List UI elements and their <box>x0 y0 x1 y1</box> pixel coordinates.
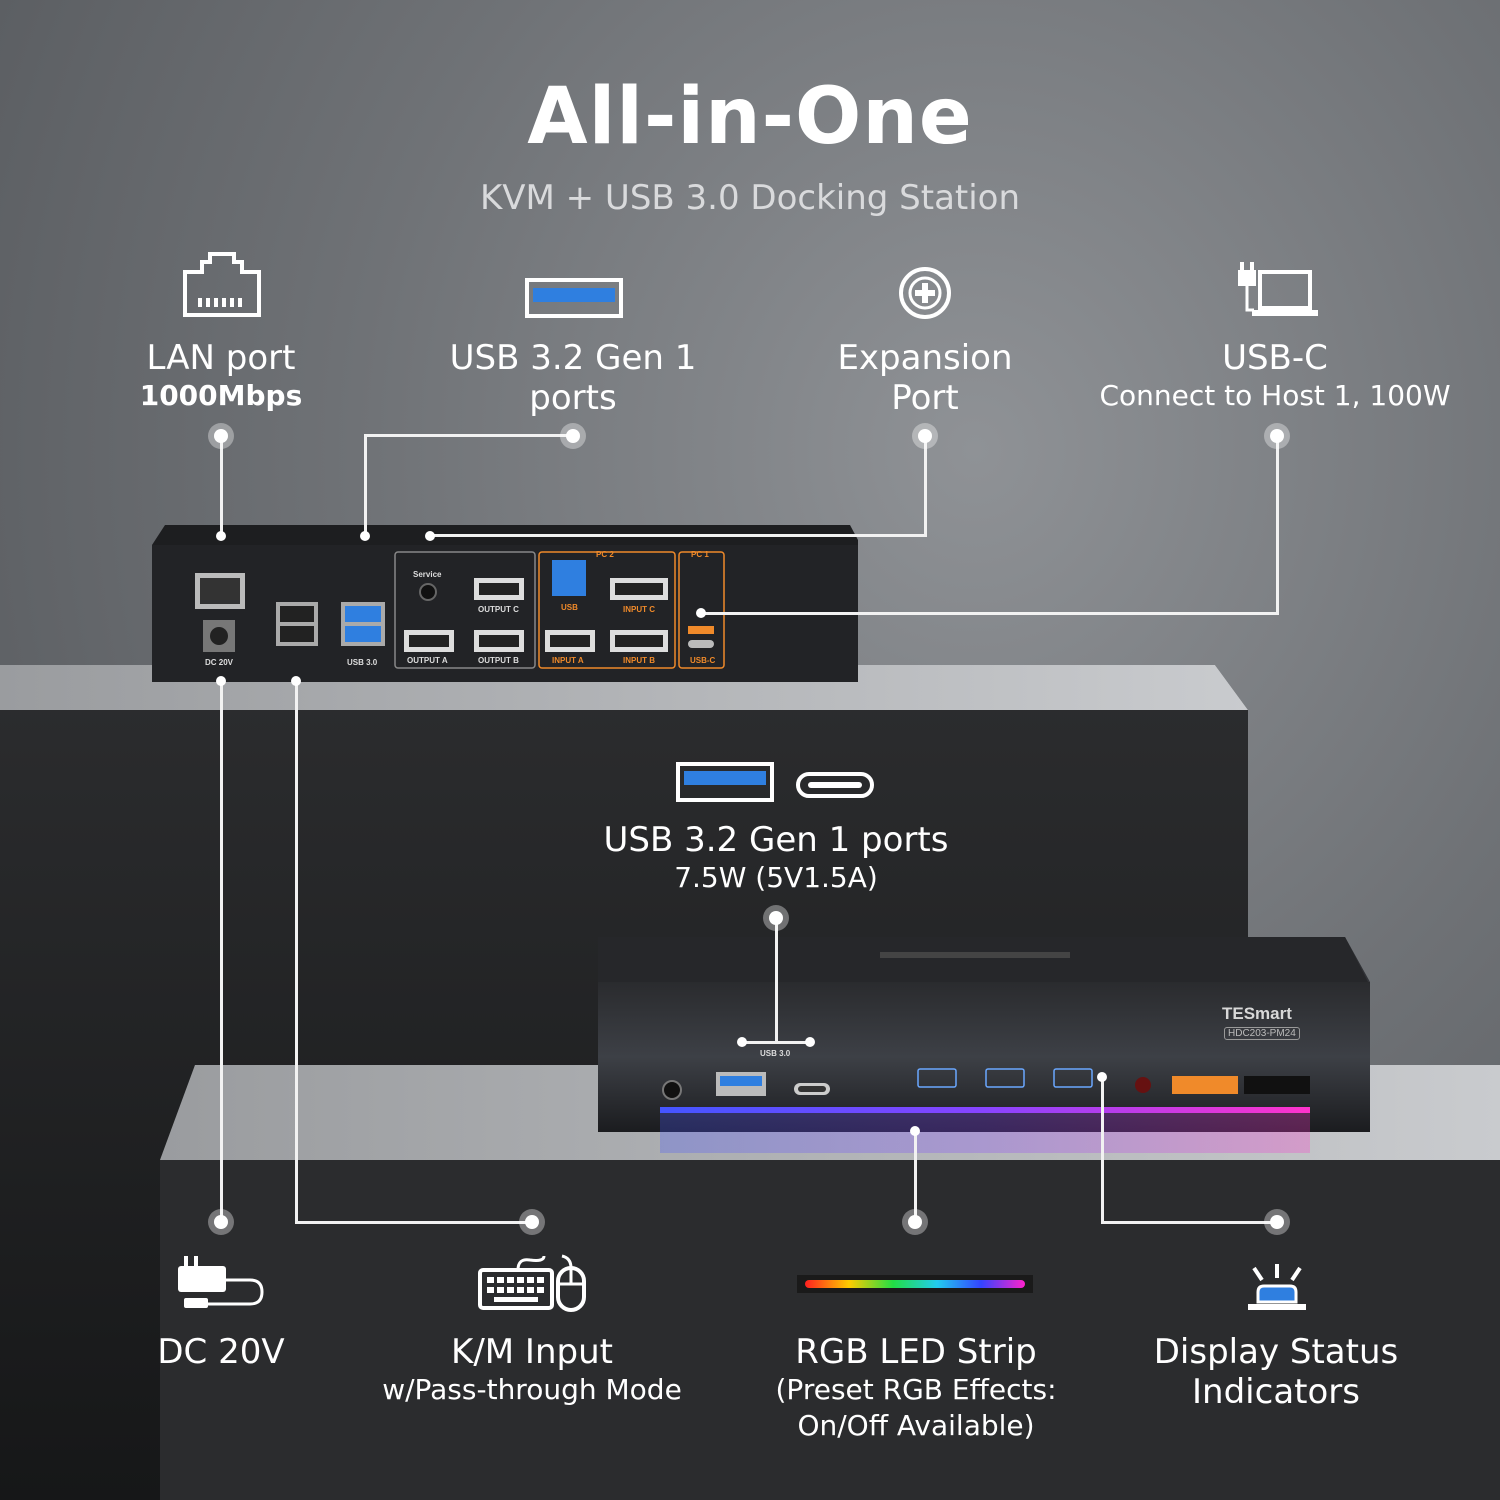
callout-dot-dc <box>214 1215 228 1229</box>
connector-rgb <box>914 1131 917 1223</box>
connector-expansion-h <box>429 534 927 537</box>
front-usb-title: USB 3.2 Gen 1 ports <box>603 820 949 860</box>
km-title: K/M Input <box>451 1332 613 1372</box>
input-a-label: INPUT A <box>552 656 584 665</box>
page-subtitle: KVM + USB 3.0 Docking Station <box>479 178 1021 218</box>
front-usb-feature: USB 3.2 Gen 1 ports 7.5W (5V1.5A) <box>560 820 992 896</box>
connector-usbc-v <box>1276 436 1279 614</box>
pc2-label: PC 2 <box>596 550 614 559</box>
lan-detail: 1000Mbps <box>139 379 303 412</box>
usb3-rear-label: USB 3.0 <box>347 658 378 667</box>
anchor-dot-front-usb-c <box>805 1037 815 1047</box>
usbc-feature: USB-C Connect to Host 1, 100W <box>1095 338 1455 414</box>
laptop-plug-icon <box>1238 262 1318 316</box>
output-b-label: OUTPUT B <box>478 656 519 665</box>
output-a-label: OUTPUT A <box>407 656 448 665</box>
anchor-dot-front-usb-a <box>737 1037 747 1047</box>
input-c-label: INPUT C <box>623 605 655 614</box>
usb-a-port-icon <box>525 278 623 318</box>
connector-km-h <box>295 1221 532 1224</box>
status-feature: Display Status Indicators <box>1140 1332 1412 1412</box>
connector-status-v <box>1101 1077 1104 1223</box>
anchor-dot-expansion <box>425 531 435 541</box>
connector-front-usb-h <box>741 1041 811 1044</box>
connector-front-usb-v <box>775 918 778 1043</box>
connector-status-h <box>1101 1221 1277 1224</box>
model-label: HDC203-PM24 <box>1224 1027 1300 1040</box>
status-detail: Indicators <box>1192 1372 1360 1412</box>
pc1-label: PC 1 <box>691 550 709 559</box>
rgb-detail-2: On/Off Available) <box>797 1409 1035 1442</box>
callout-dot-km <box>525 1215 539 1229</box>
usbc-title: USB-C <box>1222 338 1328 378</box>
anchor-dot-lan <box>216 531 226 541</box>
front-usb-icons <box>676 762 874 802</box>
expansion-title: Expansion <box>837 338 1013 378</box>
status-title: Display Status <box>1153 1332 1399 1372</box>
callout-dot-front-usb <box>769 911 783 925</box>
usb3-front-label: USB 3.0 <box>760 1049 791 1058</box>
power-adapter-icon <box>178 1256 264 1308</box>
callout-dot-status <box>1270 1215 1284 1229</box>
connector-usbc-h <box>700 612 1279 615</box>
callout-dot-usbc <box>1270 429 1284 443</box>
service-label: Service <box>413 570 442 579</box>
km-detail: w/Pass-through Mode <box>382 1373 682 1406</box>
page-title: All-in-One <box>527 72 973 162</box>
rgb-strip-icon <box>797 1275 1033 1293</box>
output-c-label: OUTPUT C <box>478 605 519 614</box>
usbc-detail: Connect to Host 1, 100W <box>1099 379 1451 412</box>
expansion-feature: Expansion Port <box>810 338 1040 418</box>
km-feature: K/M Input w/Pass-through Mode <box>360 1332 704 1408</box>
expansion-detail: Port <box>891 378 959 418</box>
brand-logo: TESmart <box>1222 1004 1292 1023</box>
dc-feature: DC 20V <box>140 1332 302 1372</box>
anchor-dot-dc <box>216 676 226 686</box>
callout-dot-rgb <box>908 1215 922 1229</box>
dc-title: DC 20V <box>157 1332 285 1372</box>
usb-rear-title: USB 3.2 Gen 1 <box>449 338 697 378</box>
lan-port-icon <box>183 252 261 317</box>
callout-dot-lan <box>214 429 228 443</box>
keyboard-mouse-icon <box>478 1254 586 1312</box>
usb-b-label: USB <box>561 603 578 612</box>
anchor-dot-usbc <box>696 608 706 618</box>
plus-circle-icon <box>899 267 951 319</box>
dc-port-label: DC 20V <box>205 658 234 667</box>
usbc-label: USB-C <box>690 656 716 665</box>
lan-feature: LAN port 1000Mbps <box>110 338 332 414</box>
front-usb-detail: 7.5W (5V1.5A) <box>674 861 878 894</box>
connector-usb-rear-h <box>364 434 573 437</box>
connector-usb-rear-v <box>364 434 367 536</box>
connector-expansion-v <box>924 436 927 536</box>
rgb-title: RGB LED Strip <box>795 1332 1037 1372</box>
rgb-feature: RGB LED Strip (Preset RGB Effects: On/Of… <box>760 1332 1072 1444</box>
connector-km-v <box>295 681 298 1223</box>
anchor-dot-rgb <box>910 1126 920 1136</box>
callout-dot-expansion <box>918 429 932 443</box>
anchor-dot-status <box>1097 1072 1107 1082</box>
lan-title: LAN port <box>146 338 296 378</box>
rgb-detail: (Preset RGB Effects: <box>775 1373 1057 1406</box>
input-b-label: INPUT B <box>623 656 655 665</box>
anchor-dot-usb-rear <box>360 531 370 541</box>
callout-dot-usb-rear <box>566 429 580 443</box>
connector-lan <box>220 436 223 536</box>
anchor-dot-km <box>291 676 301 686</box>
status-light-icon <box>1248 1264 1306 1310</box>
connector-dc <box>220 681 223 1223</box>
usb-rear-detail: ports <box>529 378 617 418</box>
usb-rear-feature: USB 3.2 Gen 1 ports <box>430 338 716 418</box>
